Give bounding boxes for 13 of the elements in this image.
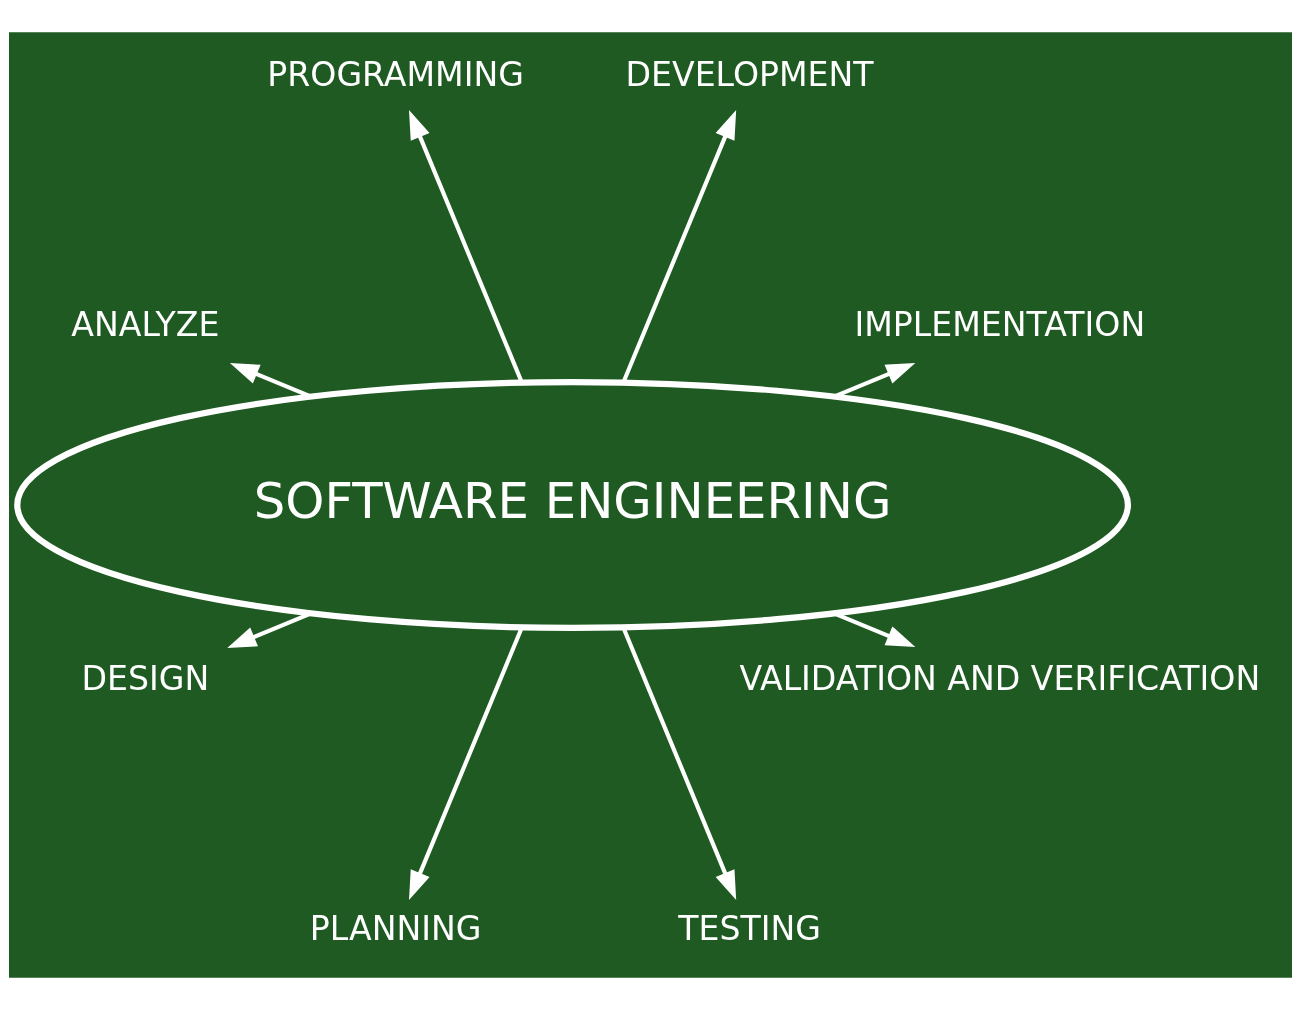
node-text: VALIDATION AND VERIFICATION xyxy=(738,658,1260,698)
node-text: DESIGN xyxy=(80,658,209,698)
node-text: PROGRAMMING xyxy=(266,54,524,94)
node-text: IMPLEMENTATION xyxy=(853,304,1145,344)
node-text: TESTING xyxy=(677,909,821,949)
node-ellipse: SOFTWARE ENGINEERING xyxy=(13,379,1131,631)
node-text: PLANNING xyxy=(309,909,481,949)
arrow xyxy=(408,110,524,383)
arrow xyxy=(621,627,736,900)
node-text: DEVELOPMENT xyxy=(625,54,874,94)
arrow xyxy=(408,627,524,900)
node-text: ANALYZE xyxy=(70,304,219,344)
arrow xyxy=(621,110,736,383)
